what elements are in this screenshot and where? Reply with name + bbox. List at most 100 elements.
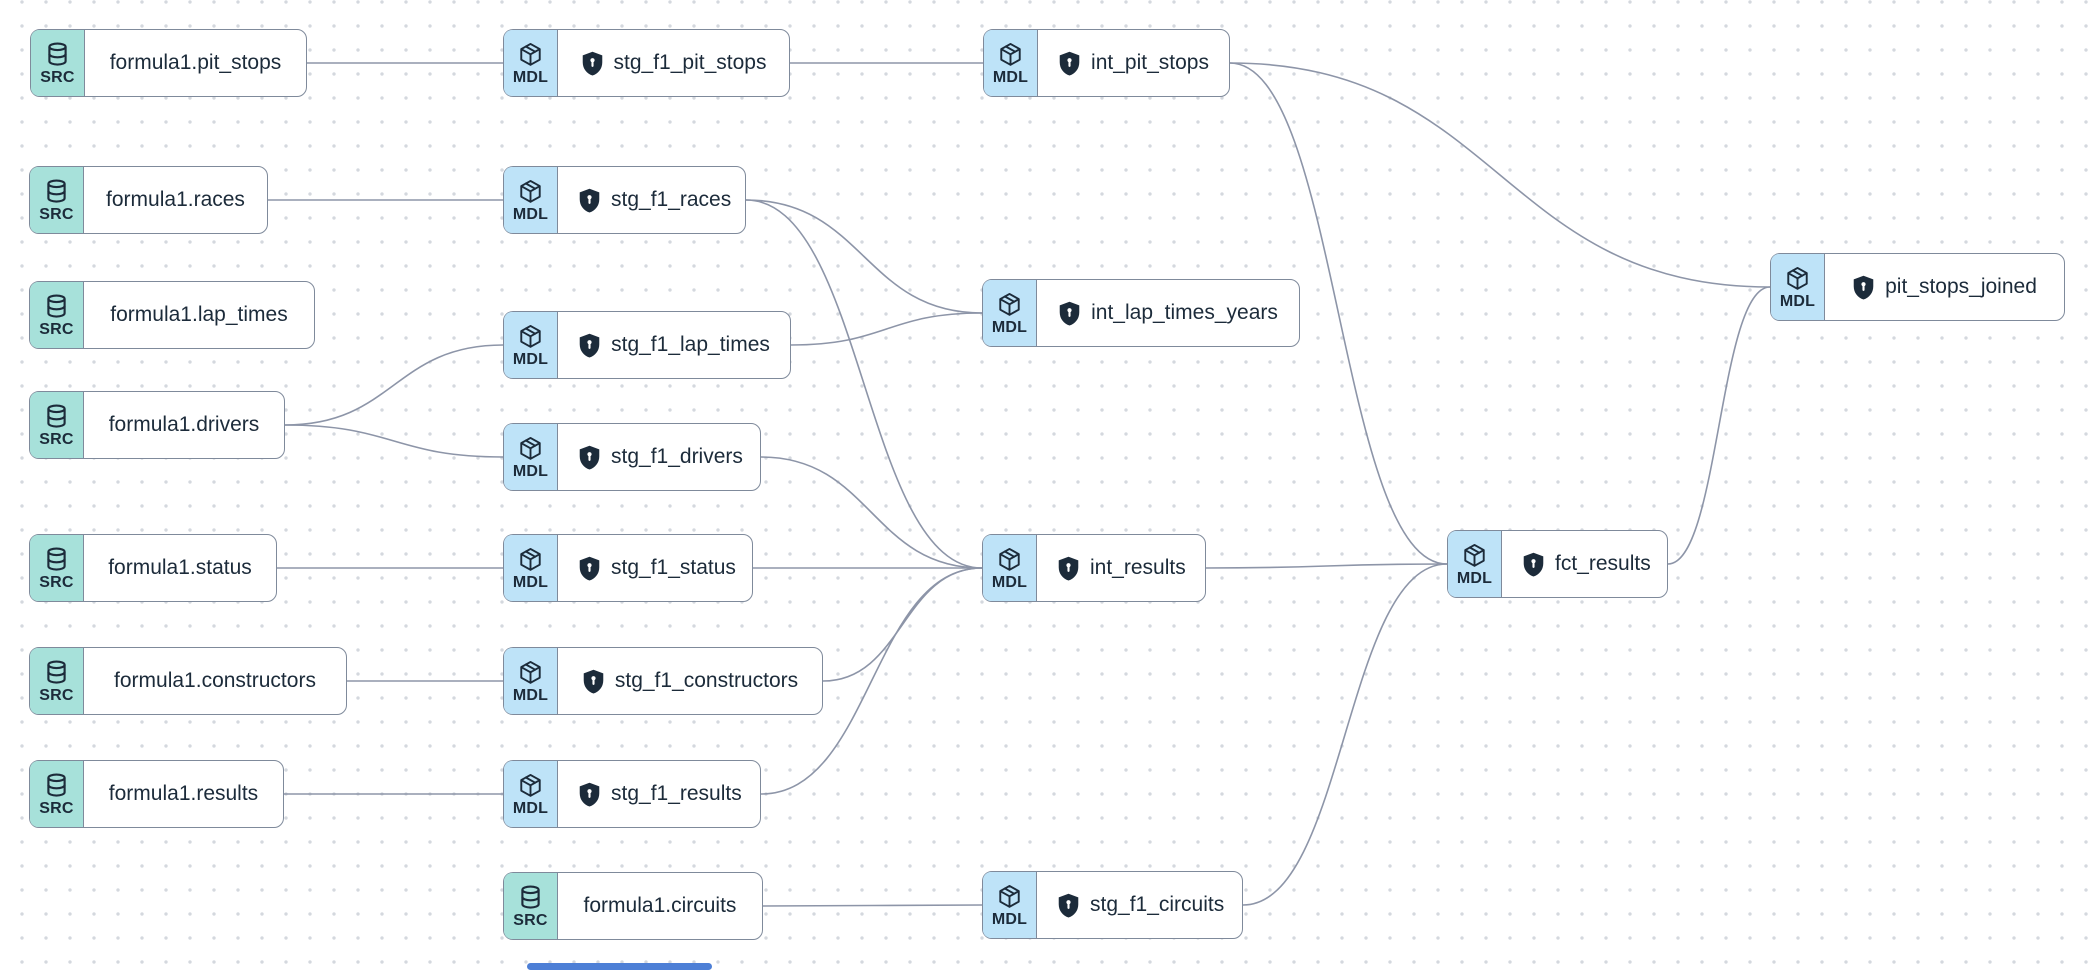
node-body: stg_f1_status: [558, 535, 756, 601]
node-label: stg_f1_status: [611, 556, 736, 579]
node-type-label: SRC: [40, 68, 75, 86]
shield-icon: [579, 188, 600, 212]
shield-icon: [1058, 893, 1079, 917]
node-type-label: MDL: [512, 799, 549, 817]
database-icon: [47, 773, 66, 797]
cube-icon: [520, 42, 541, 66]
database-icon: [47, 294, 66, 318]
node-type-badge: SRC: [30, 648, 84, 714]
edge-int_results-to-fct_results: [1205, 563, 1448, 569]
node-body: int_lap_times_years: [1037, 280, 1299, 346]
node-type-label: MDL: [512, 462, 549, 480]
edge-src_drivers-to-stg_f1_drivers: [284, 424, 504, 458]
cube-icon: [999, 547, 1020, 571]
shield-icon: [582, 51, 602, 75]
node-type-label: MDL: [991, 318, 1028, 336]
lineage-node-src_circuits[interactable]: SRC formula1.circuits: [503, 872, 763, 940]
node-label: formula1.results: [108, 782, 259, 805]
node-type-label: SRC: [39, 320, 74, 338]
lineage-node-stg_f1_drivers[interactable]: MDL stg_f1_drivers: [503, 423, 761, 491]
node-type-badge: SRC: [30, 282, 84, 348]
node-type-label: SRC: [39, 430, 74, 448]
lineage-node-src_pit_stops[interactable]: SRC formula1.pit_stops: [30, 29, 307, 97]
lineage-node-src_status[interactable]: SRC formula1.status: [29, 534, 277, 602]
shield-icon: [1058, 556, 1079, 580]
shield-icon: [579, 782, 600, 806]
node-label: formula1.pit_stops: [109, 51, 282, 74]
lineage-node-src_races[interactable]: SRC formula1.races: [29, 166, 268, 234]
cube-icon: [520, 179, 541, 203]
lineage-node-pit_stops_joined[interactable]: MDL pit_stops_joined: [1770, 253, 2065, 321]
node-type-label: MDL: [512, 350, 549, 368]
shield-icon: [1059, 301, 1080, 325]
node-label: formula1.status: [108, 556, 252, 579]
node-type-badge: MDL: [504, 424, 558, 490]
node-type-label: SRC: [39, 573, 74, 591]
edge-stg_f1_drivers-to-int_results: [760, 456, 983, 569]
shield-icon: [579, 445, 600, 469]
database-icon: [48, 42, 67, 66]
lineage-node-src_constructors[interactable]: SRC formula1.constructors: [29, 647, 347, 715]
node-type-badge: MDL: [504, 312, 558, 378]
lineage-node-stg_f1_results[interactable]: MDL stg_f1_results: [503, 760, 761, 828]
cube-icon: [520, 773, 541, 797]
database-icon: [521, 885, 540, 909]
node-body: formula1.races: [84, 167, 267, 233]
node-body: int_pit_stops: [1038, 30, 1229, 96]
node-label: stg_f1_constructors: [614, 669, 799, 692]
node-type-badge: MDL: [983, 872, 1037, 938]
cube-icon: [1464, 543, 1485, 567]
node-type-label: MDL: [991, 910, 1028, 928]
node-type-badge: SRC: [504, 873, 558, 939]
edge-fct_results-to-pit_stops_joined: [1667, 286, 1771, 565]
node-type-badge: MDL: [983, 280, 1037, 346]
node-body: formula1.results: [84, 761, 283, 827]
horizontal-scrollbar-thumb[interactable]: [527, 963, 712, 970]
node-type-badge: MDL: [1448, 531, 1502, 597]
cube-icon: [520, 660, 541, 684]
node-type-label: MDL: [512, 205, 549, 223]
node-body: stg_f1_constructors: [558, 648, 822, 714]
node-label: stg_f1_lap_times: [611, 333, 770, 356]
lineage-node-int_pit_stops[interactable]: MDL int_pit_stops: [983, 29, 1230, 97]
cube-icon: [1787, 266, 1808, 290]
node-type-badge: MDL: [1771, 254, 1825, 320]
database-icon: [47, 660, 66, 684]
lineage-node-stg_f1_constructors[interactable]: MDL stg_f1_constructors: [503, 647, 823, 715]
database-icon: [47, 547, 66, 571]
lineage-node-stg_f1_lap_times[interactable]: MDL stg_f1_lap_times: [503, 311, 791, 379]
node-type-badge: MDL: [504, 761, 558, 827]
node-type-badge: SRC: [30, 167, 84, 233]
node-body: stg_f1_races: [558, 167, 751, 233]
lineage-node-stg_f1_pit_stops[interactable]: MDL stg_f1_pit_stops: [503, 29, 790, 97]
lineage-node-stg_f1_status[interactable]: MDL stg_f1_status: [503, 534, 753, 602]
node-label: int_lap_times_years: [1091, 301, 1278, 324]
node-type-label: MDL: [1456, 569, 1493, 587]
lineage-node-int_results[interactable]: MDL int_results: [982, 534, 1206, 602]
lineage-node-src_results[interactable]: SRC formula1.results: [29, 760, 284, 828]
edge-int_pit_stops-to-pit_stops_joined: [1229, 62, 1771, 288]
node-type-label: SRC: [39, 205, 74, 223]
node-label: stg_f1_drivers: [611, 445, 743, 468]
node-label: formula1.drivers: [108, 413, 260, 436]
node-type-badge: SRC: [30, 761, 84, 827]
cube-icon: [999, 884, 1020, 908]
node-type-label: SRC: [39, 686, 74, 704]
node-label: int_results: [1090, 556, 1186, 579]
lineage-node-stg_f1_circuits[interactable]: MDL stg_f1_circuits: [982, 871, 1243, 939]
node-type-badge: MDL: [984, 30, 1038, 96]
lineage-node-int_lap_times_years[interactable]: MDL int_lap_times_years: [982, 279, 1300, 347]
node-type-label: MDL: [512, 68, 549, 86]
node-type-label: SRC: [513, 911, 548, 929]
lineage-node-src_lap_times[interactable]: SRC formula1.lap_times: [29, 281, 315, 349]
node-type-label: MDL: [512, 573, 549, 591]
lineage-node-fct_results[interactable]: MDL fct_results: [1447, 530, 1668, 598]
node-body: int_results: [1037, 535, 1206, 601]
edge-src_drivers-to-stg_f1_lap_times: [284, 344, 504, 426]
lineage-node-src_drivers[interactable]: SRC formula1.drivers: [29, 391, 285, 459]
node-body: stg_f1_circuits: [1037, 872, 1244, 938]
node-type-badge: SRC: [30, 535, 84, 601]
lineage-node-stg_f1_races[interactable]: MDL stg_f1_races: [503, 166, 746, 234]
